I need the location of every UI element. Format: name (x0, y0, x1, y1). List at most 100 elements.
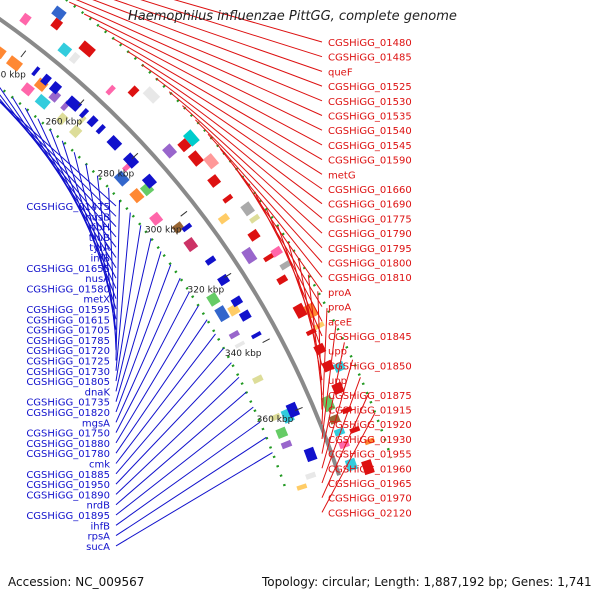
label-line-rev-19 (115, 251, 162, 402)
feature-51 (292, 302, 308, 319)
gene-label-rev-6: CGSHiGG_01655 (26, 264, 110, 275)
map-title: Haemophilus influenzae PittGG, complete … (128, 9, 457, 24)
label-line-fwd-25 (317, 291, 323, 410)
feature-23 (34, 93, 51, 110)
label-line-rev-14 (108, 187, 117, 351)
label-line-rev-15 (115, 200, 120, 361)
label-line-rev-17 (115, 225, 142, 382)
feature-60 (31, 66, 41, 77)
gene-label-rev-9: metX (83, 295, 110, 306)
feature-102 (240, 201, 255, 217)
gene-label-fwd-32: CGSHiGG_02120 (328, 508, 412, 519)
gene-label-rev-14: CGSHiGG_01720 (26, 346, 110, 357)
gene-label-fwd-31: CGSHiGG_01970 (328, 494, 412, 505)
feature-11 (139, 182, 155, 197)
gene-label-rev-8: CGSHiGG_01580 (26, 284, 110, 295)
feature-5 (6, 55, 23, 72)
gene-label-fwd-14: CGSHiGG_01795 (328, 244, 412, 255)
tick-label-6: 340 kbp (225, 349, 262, 359)
gene-label-fwd-2: queF (328, 67, 353, 78)
tick-mark-2 (78, 99, 85, 106)
gene-label-rev-24: CGSHiGG_01780 (26, 449, 110, 460)
feature-57 (349, 425, 361, 434)
feature-61 (40, 73, 52, 86)
label-line-fwd-9 (127, 51, 323, 175)
label-line-fwd-30 (321, 377, 361, 484)
label-line-rev-32 (115, 436, 267, 537)
feature-29 (206, 292, 221, 307)
feature-62 (48, 81, 63, 95)
feature-72 (217, 273, 231, 287)
gene-label-fwd-8: CGSHiGG_01590 (328, 156, 412, 167)
feature-58 (361, 459, 375, 476)
feature-12 (171, 221, 185, 234)
gene-label-rev-20: CGSHiGG_01820 (26, 408, 110, 419)
feature-91 (333, 427, 346, 437)
label-line-fwd-7 (98, 25, 323, 146)
label-line-rev-6 (12, 97, 117, 269)
label-line-fwd-6 (83, 13, 323, 131)
gene-label-rev-32: rpsA (87, 532, 110, 543)
gene-label-rev-10: CGSHiGG_01595 (26, 305, 110, 316)
label-line-fwd-15 (207, 133, 323, 263)
feature-24 (55, 112, 69, 126)
feature-109 (364, 437, 376, 446)
feature-22 (20, 82, 35, 97)
feature-93 (344, 457, 358, 472)
gene-label-rev-27: CGSHiGG_01950 (26, 480, 110, 491)
gene-label-fwd-15: CGSHiGG_01800 (328, 259, 412, 270)
label-line-rev-30 (115, 406, 254, 516)
gene-label-fwd-20: CGSHiGG_01845 (328, 332, 412, 343)
tick-mark-1 (20, 50, 27, 58)
feature-9 (76, 115, 87, 126)
label-line-group (0, 0, 376, 547)
backbone-arc-group (0, 16, 341, 476)
label-line-fwd-5 (68, 1, 323, 116)
gene-label-fwd-11: CGSHiGG_01690 (328, 200, 412, 211)
label-line-rev-27 (115, 362, 232, 485)
gene-label-fwd-27: CGSHiGG_01930 (328, 435, 412, 446)
label-line-rev-33 (115, 452, 273, 547)
feature-69 (141, 173, 157, 189)
label-line-rev-16 (115, 212, 131, 371)
gene-label-rev-1: nusB (85, 212, 110, 223)
gene-label-rev-33: sucA (86, 542, 110, 553)
feature-84 (68, 51, 81, 64)
label-line-rev-7 (24, 107, 117, 279)
label-line-rev-21 (115, 277, 181, 423)
gene-label-rev-7: nusA (85, 274, 110, 285)
label-line-fwd-24 (307, 274, 323, 395)
label-line-rev-20 (115, 264, 172, 413)
feature-88 (241, 246, 258, 265)
gene-label-fwd-23: upp (328, 376, 347, 387)
feature-6 (33, 77, 49, 92)
label-line-fwd-26 (321, 308, 328, 425)
gene-label-fwd-13: CGSHiGG_01790 (328, 229, 412, 240)
gene-label-rev-22: CGSHiGG_01750 (26, 429, 110, 440)
gene-label-fwd-22: CGSHiGG_01850 (328, 361, 412, 372)
gene-label-rev-26: CGSHiGG_01885 (26, 470, 110, 481)
feature-86 (162, 143, 178, 159)
feature-65 (86, 115, 99, 128)
gene-label-rev-19: CGSHiGG_01735 (26, 398, 110, 409)
gene-label-rev-5: infB (91, 254, 111, 265)
feature-track-group (0, 5, 376, 491)
feature-48 (247, 228, 261, 242)
gene-label-rev-29: nrdB (87, 501, 111, 512)
label-line-fwd-11 (155, 77, 323, 205)
feature-44 (177, 138, 192, 153)
dotted-track-1 (0, 86, 289, 493)
feature-34 (269, 412, 281, 422)
feature-35 (275, 426, 289, 439)
feature-76 (285, 401, 301, 419)
tick-label-5: 320 kbp (188, 286, 225, 296)
feature-63 (65, 95, 83, 112)
feature-33 (252, 374, 264, 385)
feature-103 (249, 213, 261, 224)
tick-label-1: 240 kbp (0, 70, 26, 80)
feature-66 (95, 124, 106, 135)
gene-label-rev-2: ribH (89, 223, 110, 234)
feature-13 (183, 237, 199, 253)
